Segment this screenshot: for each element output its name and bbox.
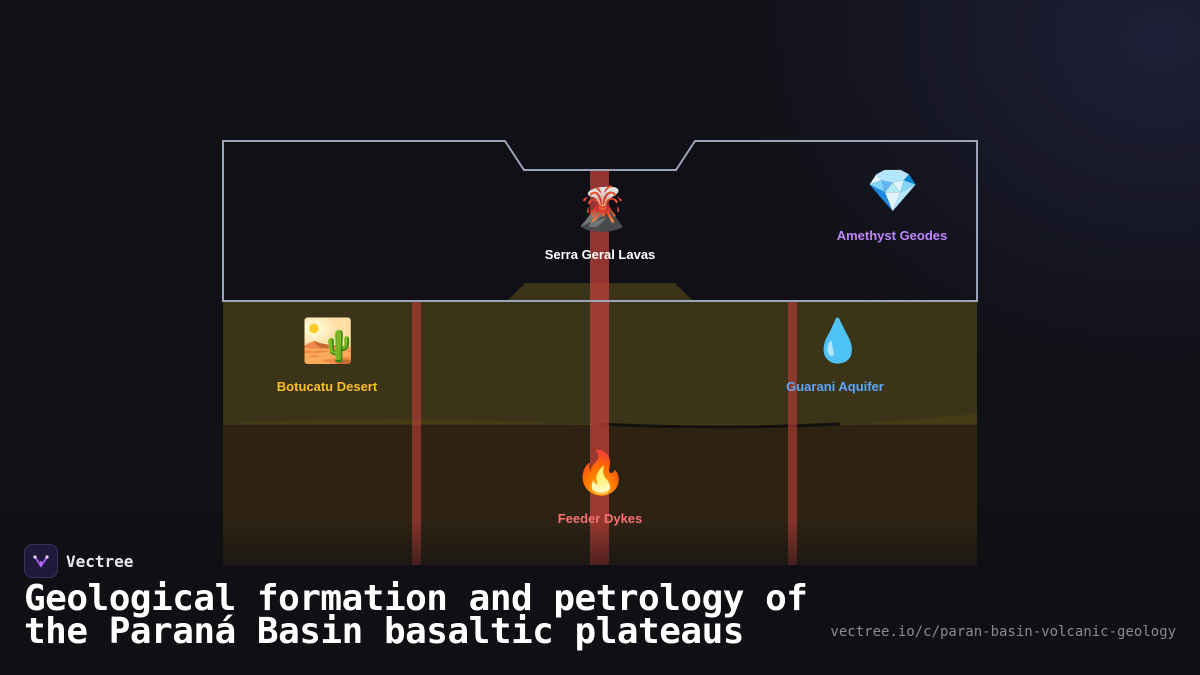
layer-label-botucatu: Botucatu Desert bbox=[276, 379, 378, 394]
feeder-dyke-left bbox=[412, 301, 421, 565]
page-title: Geological formation and petrology of th… bbox=[24, 578, 808, 652]
droplet-icon: 💧 bbox=[811, 316, 865, 365]
bottom-fade bbox=[0, 520, 1200, 675]
brand-name: Vectree bbox=[66, 551, 134, 571]
feeder-dyke-central bbox=[590, 170, 609, 565]
feeder-dyke-right bbox=[788, 301, 797, 565]
source-url[interactable]: vectree.io/c/paran-basin-volcanic-geolog… bbox=[830, 624, 1176, 640]
title-line-1: Geological formation and petrology of bbox=[24, 578, 808, 619]
layer-label-guarani: Guarani Aquifer bbox=[786, 379, 884, 394]
layer-label-amethyst: Amethyst Geodes bbox=[836, 228, 948, 243]
title-line-2: the Paraná Basin basaltic plateaus bbox=[24, 611, 744, 652]
desert-icon: 🏜️ bbox=[301, 316, 355, 365]
layer-label-serra-geral: Serra Geral Lavas bbox=[544, 247, 656, 262]
gem-icon: 💎 bbox=[866, 166, 920, 215]
lava-plateau-outline bbox=[222, 140, 978, 302]
aquifer-boundary bbox=[223, 414, 977, 427]
volcano-icon: 🌋 bbox=[575, 184, 629, 233]
fire-icon: 🔥 bbox=[574, 448, 628, 497]
aquifer-dark-lens bbox=[599, 422, 841, 429]
vectree-logo-icon bbox=[24, 544, 58, 578]
brand[interactable]: Vectree bbox=[24, 544, 133, 578]
